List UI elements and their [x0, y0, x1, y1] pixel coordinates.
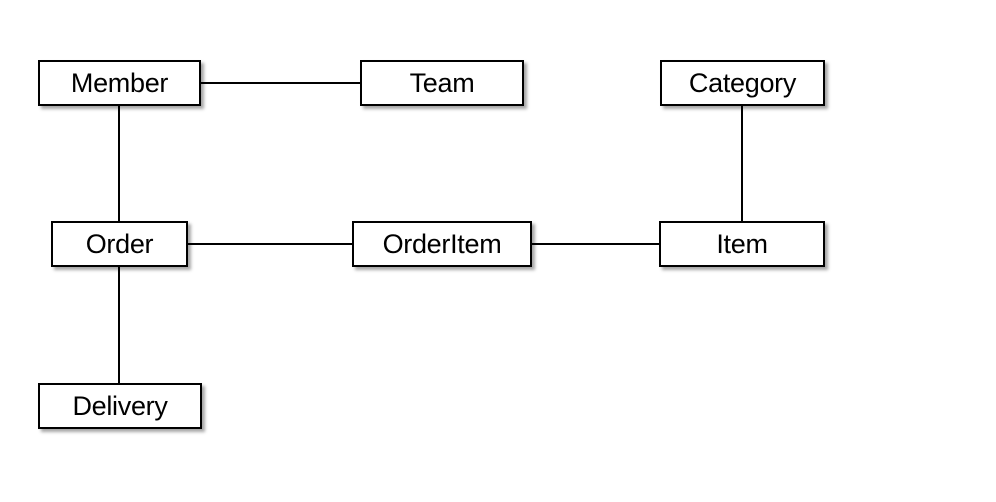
link-member-order — [118, 104, 120, 224]
entity-category: Category — [660, 60, 825, 106]
entity-delivery: Delivery — [38, 383, 202, 429]
entity-orderitem: OrderItem — [352, 221, 532, 267]
link-category-item — [741, 104, 743, 224]
entity-team: Team — [360, 60, 524, 106]
link-orderitem-item — [531, 243, 661, 245]
link-order-delivery — [118, 266, 120, 386]
entity-member: Member — [38, 60, 201, 106]
entity-item: Item — [659, 221, 825, 267]
entity-order: Order — [51, 221, 188, 267]
link-order-orderitem — [186, 243, 354, 245]
link-member-team — [200, 82, 362, 84]
